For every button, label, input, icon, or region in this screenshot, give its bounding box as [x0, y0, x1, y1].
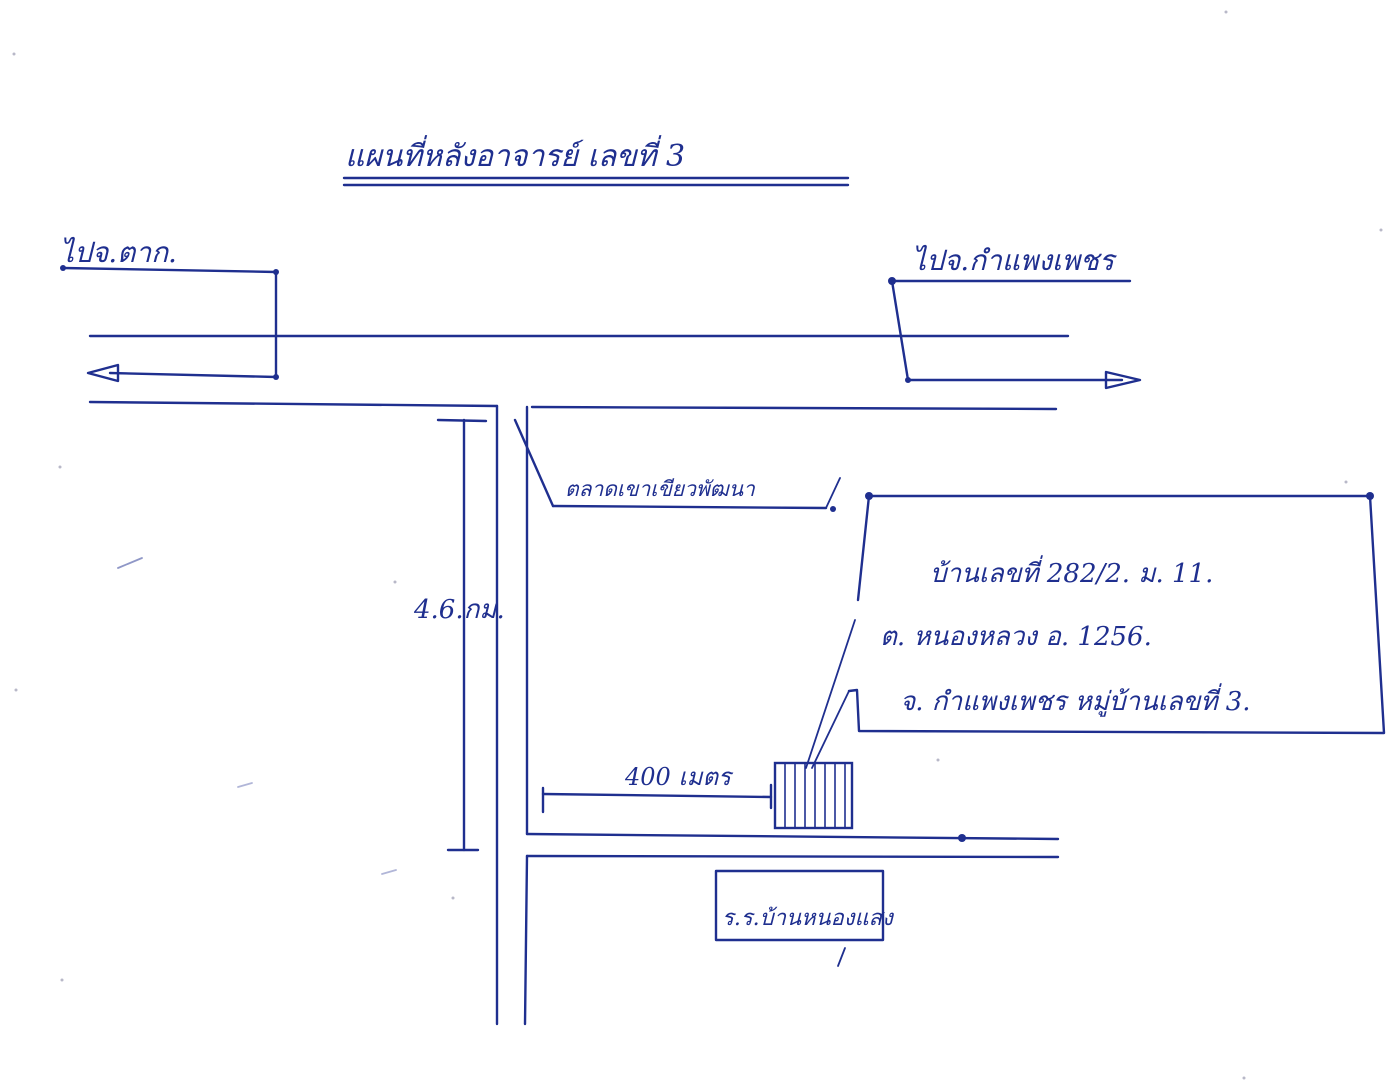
vertical-distance-label: 4.6.กม.: [413, 595, 505, 625]
school-label: ร.ร.บ้านหนองแสง: [722, 906, 895, 931]
side-road: [495, 404, 529, 1026]
lane-top-edge: [525, 832, 1060, 841]
house-icon: [773, 761, 854, 830]
horizontal-distance-label: 400 เมตร: [624, 763, 734, 791]
road-edge-right: [530, 405, 1058, 411]
market-callout: ตลาดเขาเขียวพัฒนา: [513, 418, 841, 512]
address-line-2: ต. หนองหลวง อ. 1256.: [880, 622, 1152, 652]
vertical-distance: 4.6.กม.: [413, 418, 505, 852]
horizontal-distance: 400 เมตร: [541, 763, 773, 814]
house-lane: [525, 832, 1060, 859]
address-box: บ้านเลขที่ 282/2. ม. 11. ต. หนองหลวง อ. …: [805, 492, 1386, 769]
house-marker: [773, 761, 854, 830]
direction-left: ไปจ.ตาก.: [60, 236, 279, 383]
arrow-right-icon: [1104, 370, 1142, 390]
road-label-right: ไปจ.กำแพงเพชร: [912, 244, 1117, 277]
title-text: แผนที่หลังอาจารย์ เลขที่ 3: [345, 135, 685, 174]
map-title: แผนที่หลังอาจารย์ เลขที่ 3: [342, 135, 850, 187]
lane-bottom-edge: [525, 854, 1060, 859]
direction-right: ไปจ.กำแพงเพชร: [888, 244, 1142, 390]
arrow-left-icon: [86, 363, 120, 383]
school: ร.ร.บ้านหนองแสง: [714, 869, 895, 967]
address-line-1: บ้านเลขที่ 282/2. ม. 11.: [930, 555, 1213, 589]
road-edge-left: [88, 400, 499, 408]
paper-specks: [12, 10, 1383, 1080]
address-line-3: จ. กำแพงเพชร หมู่บ้านเลขที่ 3.: [900, 683, 1251, 717]
market-label: ตลาดเขาเขียวพัฒนา: [565, 477, 756, 501]
main-road: [88, 334, 1070, 411]
school-box: [714, 869, 885, 942]
road-label-left: ไปจ.ตาก.: [60, 236, 177, 269]
